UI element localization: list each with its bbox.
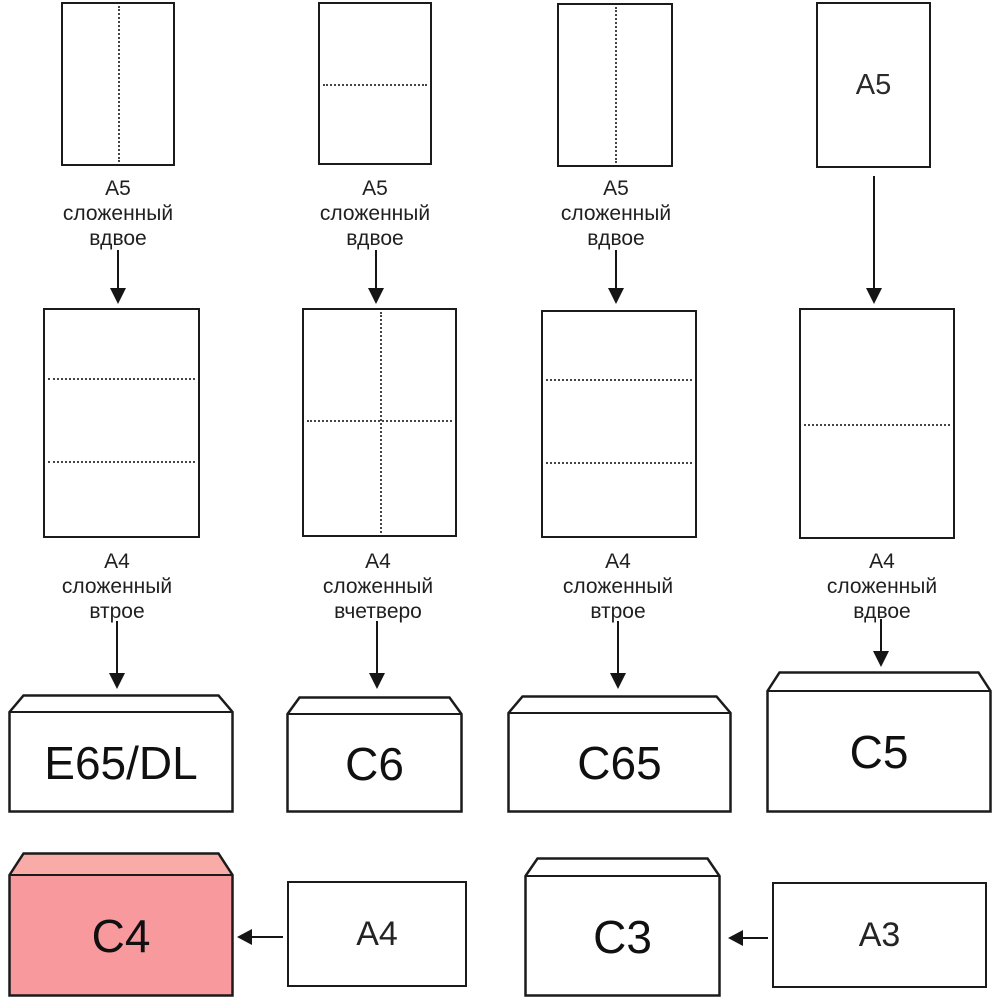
arrow-down-icon: [866, 176, 882, 304]
envelope-label-c6: C6: [345, 737, 404, 790]
caption-line: А4: [104, 550, 130, 573]
caption-line: вдвое: [89, 227, 147, 250]
caption-line: втрое: [89, 600, 145, 623]
caption-a4-folded-in-three-2: А4 сложенный втрое: [518, 549, 718, 624]
envelope-label-c5: C5: [849, 726, 909, 778]
caption-line: сложенный: [62, 202, 174, 225]
caption-line: сложенный: [562, 575, 674, 598]
caption-a4-folded-in-three-1: А4 сложенный втрое: [17, 549, 217, 624]
fold-line-vertical: [615, 7, 617, 163]
arrow-down-icon: [110, 250, 126, 304]
caption-line: А5: [603, 177, 629, 200]
caption-line: сложенный: [826, 575, 938, 598]
envelope-label-c65: C65: [577, 737, 662, 789]
envelope-outline: [8, 694, 234, 813]
envelope-label-e65dl: E65/DL: [44, 736, 198, 789]
caption-line: вдвое: [346, 227, 404, 250]
caption-line: А5: [105, 177, 131, 200]
envelope-c3: C3: [524, 857, 721, 997]
fold-line-horizontal: [48, 377, 195, 380]
arrow-down-icon: [368, 250, 384, 304]
caption-line: А4: [365, 550, 391, 573]
caption-line: сложенный: [61, 575, 173, 598]
caption-line: сложенный: [322, 575, 434, 598]
envelope-c5: C5: [766, 671, 992, 813]
sheet-a4-flat: A4: [287, 881, 467, 987]
envelope-outline: [8, 852, 234, 997]
arrow-left-icon: [237, 929, 283, 945]
arrow-left-icon: [728, 930, 768, 946]
fold-line-vertical: [379, 312, 382, 533]
caption-line: сложенный: [560, 202, 672, 225]
caption-a4-folded-in-half: А4 сложенный вдвое: [782, 549, 982, 624]
envelope-outline: [766, 671, 992, 813]
sheet-a5-plain: А5: [816, 2, 931, 168]
envelope-outline: [286, 696, 463, 813]
sheet-a4-fold-thirds-1: [43, 308, 200, 538]
sheet-label-a3: A3: [858, 915, 901, 954]
caption-a4-folded-in-four: А4 сложенный вчетверо: [278, 549, 478, 624]
caption-a5-folded-in-half-1: А5 сложенный вдвое: [18, 176, 218, 251]
envelope-label-c4: C4: [91, 910, 151, 962]
envelope-e65dl: E65/DL: [8, 694, 234, 813]
envelope-c4-highlighted: C4: [8, 852, 234, 997]
caption-line: А4: [605, 550, 631, 573]
envelope-outline: [524, 857, 721, 997]
sheet-a4-fold-thirds-2: [541, 310, 697, 538]
envelope-c65: C65: [507, 695, 732, 813]
arrow-down-icon: [369, 621, 385, 689]
caption-a5-folded-in-half-3: А5 сложенный вдвое: [516, 176, 716, 251]
fold-line-horizontal: [48, 461, 195, 464]
fold-line-vertical: [118, 6, 120, 162]
sheet-a5-fold-vertical-2: [557, 3, 673, 167]
arrow-down-icon: [608, 250, 624, 304]
caption-line: вчетверо: [334, 600, 422, 623]
sheet-label-a4: A4: [356, 914, 398, 953]
arrow-down-icon: [109, 621, 125, 689]
envelope-c6: C6: [286, 696, 463, 813]
caption-a5-folded-in-half-2: А5 сложенный вдвое: [275, 176, 475, 251]
arrow-down-icon: [610, 621, 626, 689]
sheet-a4-fold-quarters: [302, 308, 457, 537]
fold-line-horizontal: [804, 423, 950, 426]
sheet-a5-fold-vertical-1: [61, 2, 175, 166]
caption-line: А5: [362, 177, 388, 200]
fold-line-horizontal: [546, 379, 692, 382]
arrow-down-icon: [873, 619, 889, 667]
caption-line: А4: [869, 550, 895, 573]
caption-line: втрое: [590, 600, 646, 623]
sheet-a4-fold-half: [799, 308, 955, 539]
fold-line-horizontal: [546, 462, 692, 465]
caption-line: вдвое: [587, 227, 645, 250]
sheet-label-a5: А5: [855, 68, 892, 101]
envelope-outline: [507, 695, 732, 813]
envelope-label-c3: C3: [593, 910, 652, 963]
caption-line: сложенный: [319, 202, 431, 225]
sheet-a5-fold-horizontal: [318, 2, 432, 165]
caption-line: вдвое: [853, 600, 911, 623]
fold-line-horizontal: [323, 83, 427, 86]
sheet-a3-flat: A3: [772, 882, 987, 988]
